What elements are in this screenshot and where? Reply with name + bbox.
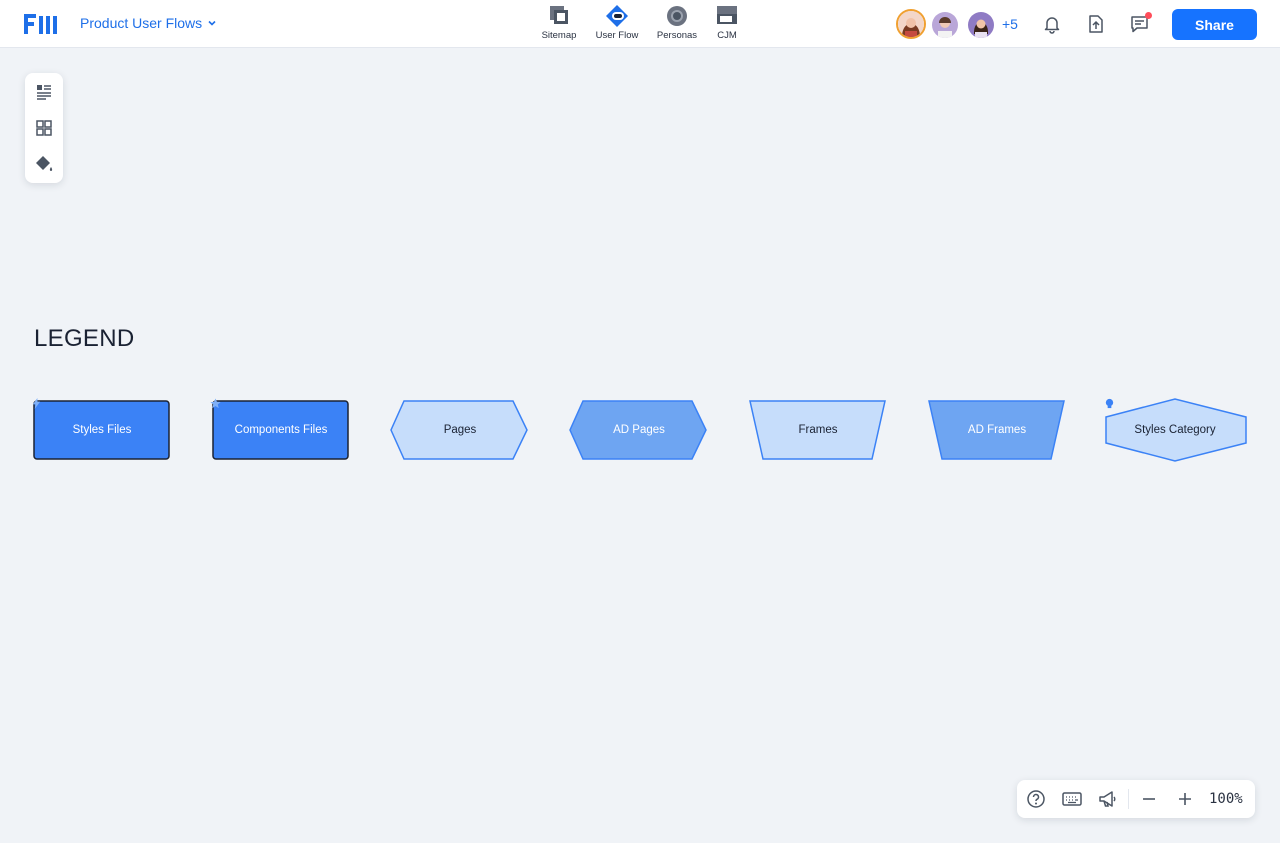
cjm-icon <box>717 6 737 24</box>
mode-label: CJM <box>717 30 737 41</box>
user-flow-icon <box>606 5 628 27</box>
legend-item-label: Styles Category <box>1134 424 1216 436</box>
project-title: Product User Flows <box>80 15 203 31</box>
legend-ad-pages[interactable]: AD Pages <box>568 398 710 462</box>
styles-files-shape <box>33 400 170 460</box>
avatar[interactable] <box>968 12 994 38</box>
mode-label: Sitemap <box>541 30 577 41</box>
legend-title: LEGEND <box>34 325 135 352</box>
shape-label: Components Files <box>210 398 352 462</box>
collaborators[interactable]: +5 <box>896 9 1018 39</box>
mode-personas[interactable]: Personas <box>650 4 704 41</box>
bottom-toolbar: 100% <box>1017 780 1255 818</box>
notifications-bell-icon[interactable] <box>1042 14 1062 34</box>
more-collaborators-count[interactable]: +5 <box>1002 16 1018 32</box>
legend-item-label: Frames <box>798 424 838 436</box>
mode-user-flow[interactable]: User Flow <box>584 4 650 41</box>
legend-item-label: AD Pages <box>613 424 665 436</box>
unread-indicator <box>1145 12 1152 19</box>
legend-components-files[interactable]: Components Files <box>210 398 352 462</box>
zoom-level[interactable]: 100% <box>1209 791 1243 807</box>
sitemap-icon <box>550 6 568 24</box>
shape-label: Styles Category <box>1104 398 1246 462</box>
legend-item-label: Styles Files <box>72 424 132 436</box>
shape-label: Pages <box>389 398 531 462</box>
mode-label: User Flow <box>595 30 639 41</box>
legend-styles-files[interactable]: Styles Files <box>31 398 173 462</box>
project-title-dropdown[interactable]: Product User Flows <box>80 15 216 31</box>
shape-label: AD Pages <box>568 398 710 462</box>
legend-item-label: Pages <box>443 424 477 436</box>
top-header: Product User Flows Sitemap User Flow <box>0 0 1280 48</box>
components-grid-icon[interactable] <box>34 118 54 138</box>
paint-bucket-icon[interactable] <box>34 154 54 174</box>
components-files-shape <box>212 400 349 460</box>
legend-pages[interactable]: Pages <box>389 398 531 462</box>
ad-pages-shape <box>569 400 707 460</box>
help-icon[interactable] <box>1026 789 1046 809</box>
frames-shape <box>749 400 886 460</box>
outline-list-icon[interactable] <box>34 82 54 102</box>
toolbar-divider <box>1128 789 1129 809</box>
left-toolbar <box>25 73 63 183</box>
chevron-down-icon <box>208 20 216 26</box>
ad-frames-shape <box>928 400 1065 460</box>
mode-cjm[interactable]: CJM <box>704 4 750 41</box>
zoom-out-icon[interactable] <box>1139 789 1159 809</box>
pages-shape <box>390 400 528 460</box>
app-logo[interactable] <box>24 14 58 34</box>
mode-label: Personas <box>656 30 698 41</box>
styles-category-shape <box>1105 398 1247 462</box>
star-icon <box>210 398 221 409</box>
share-button[interactable]: Share <box>1172 9 1257 40</box>
legend-ad-frames[interactable]: AD Frames <box>926 398 1068 462</box>
legend-item-label: Components Files <box>234 424 328 436</box>
shape-label: Styles Files <box>31 398 173 462</box>
shape-label: Frames <box>747 398 889 462</box>
mode-sitemap[interactable]: Sitemap <box>534 4 584 41</box>
personas-icon <box>667 6 687 26</box>
legend-item-label: AD Frames <box>967 424 1027 436</box>
avatar[interactable] <box>896 9 926 39</box>
export-file-icon[interactable] <box>1086 14 1106 34</box>
legend-styles-category[interactable]: Styles Category <box>1104 398 1247 462</box>
bolt-icon <box>32 398 41 409</box>
zoom-in-icon[interactable] <box>1175 789 1195 809</box>
megaphone-icon[interactable] <box>1098 789 1118 809</box>
keyboard-icon[interactable] <box>1062 789 1082 809</box>
shape-label: AD Frames <box>926 398 1068 462</box>
avatar[interactable] <box>932 12 958 38</box>
mode-switcher: Sitemap User Flow Personas CJ <box>534 4 750 41</box>
lightbulb-icon <box>1105 398 1114 409</box>
legend-frames[interactable]: Frames <box>747 398 889 462</box>
